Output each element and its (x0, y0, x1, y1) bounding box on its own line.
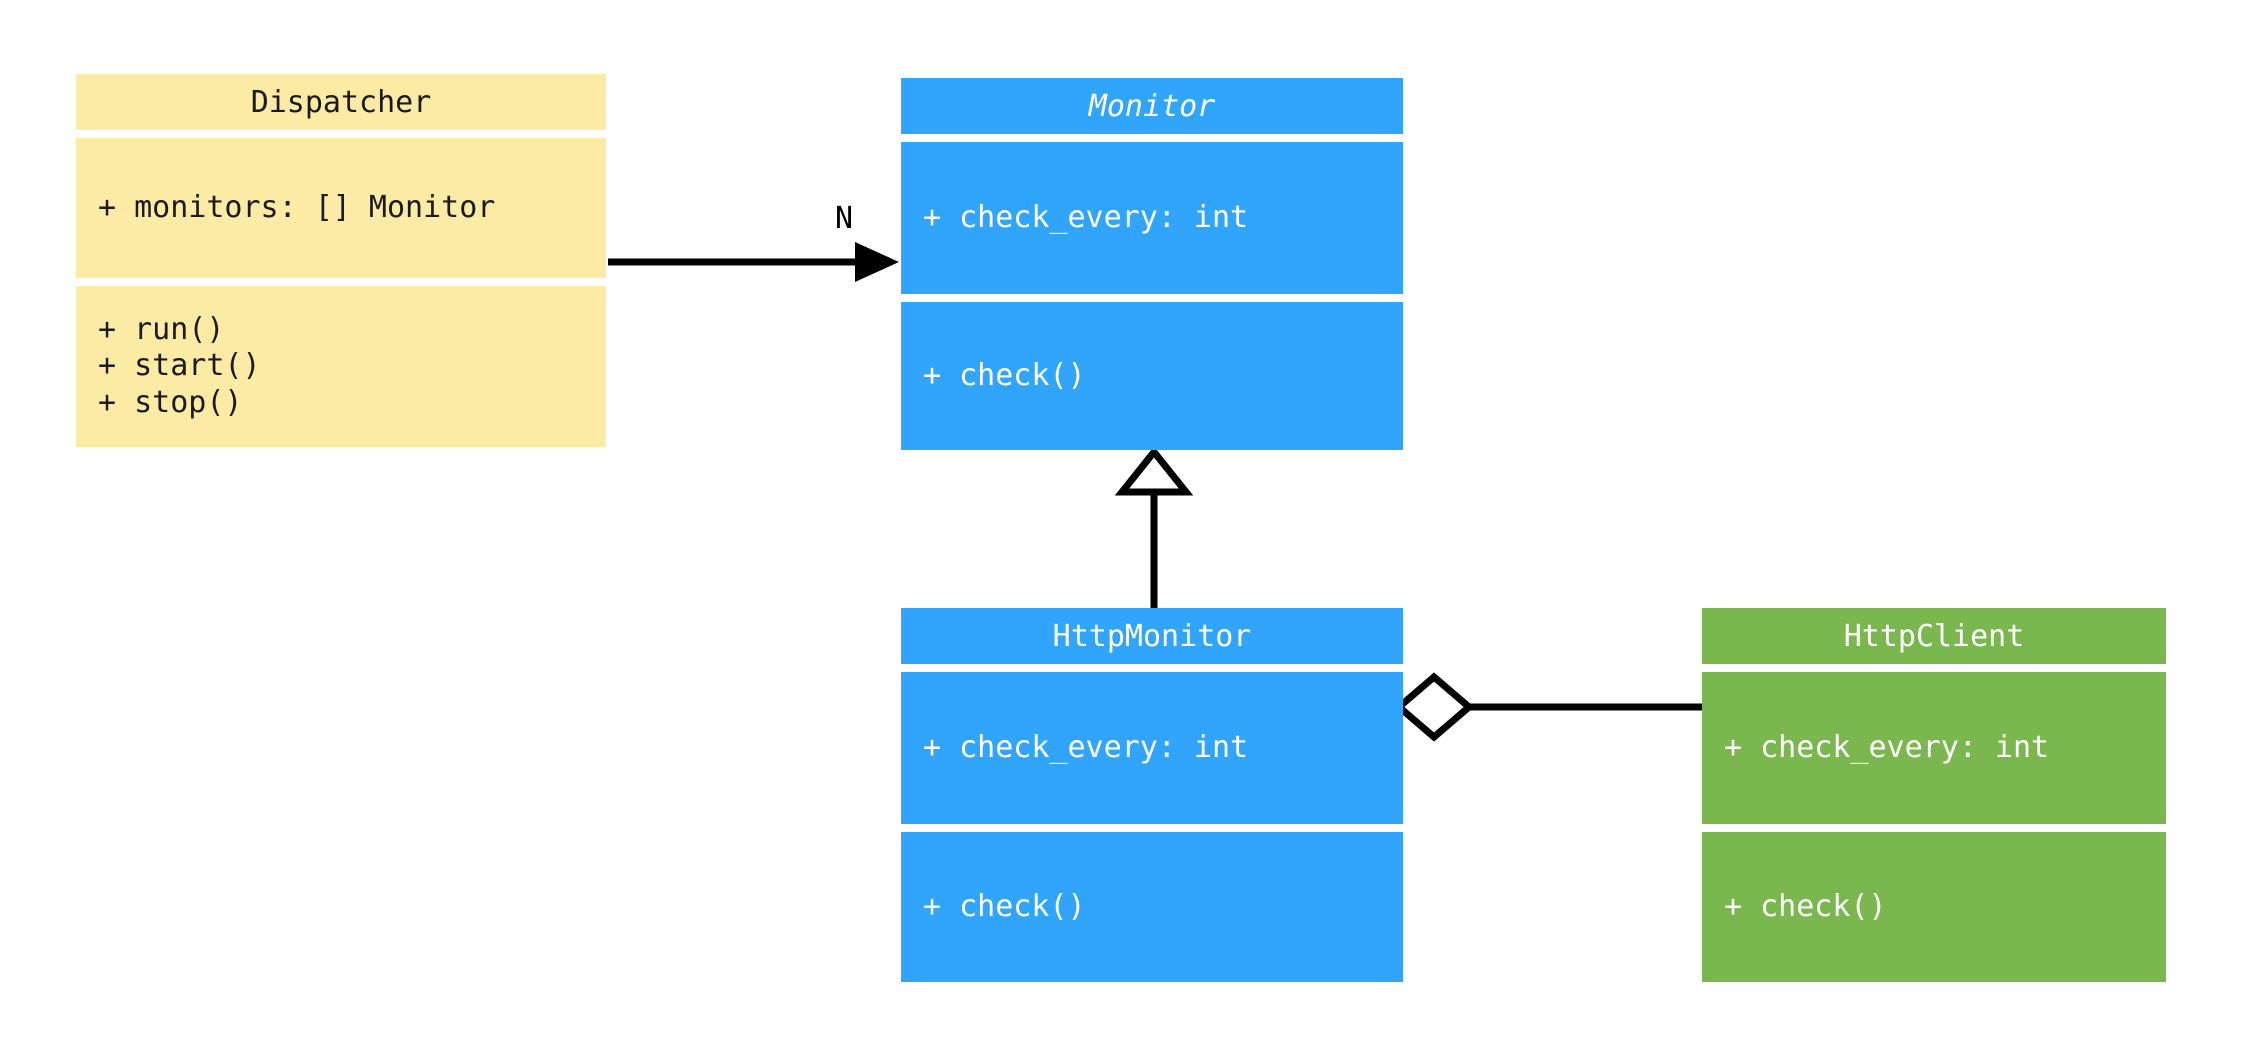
method-row: + check() (923, 888, 1086, 924)
uml-class-dispatcher[interactable]: Dispatcher + monitors: [] Monitor + run(… (76, 74, 606, 447)
edge-httpmonitor-inherits-monitor (1114, 446, 1194, 608)
class-attributes-dispatcher: + monitors: [] Monitor (76, 138, 606, 278)
uml-class-monitor[interactable]: Monitor + check_every: int + check() (901, 78, 1403, 450)
method-row: + run() (98, 311, 225, 347)
class-title-monitor: Monitor (901, 78, 1403, 134)
edge-httpmonitor-aggregates-httpclient (1393, 672, 1702, 742)
edge-dispatcher-to-monitor (608, 242, 899, 282)
attribute-row: + check_every: int (923, 199, 1249, 235)
attribute-row: + check_every: int (1724, 729, 2050, 765)
arrowhead-filled-icon (855, 242, 899, 282)
hollow-diamond-icon (1393, 672, 1475, 742)
method-row: + check() (1724, 888, 1887, 924)
class-attributes-monitor: + check_every: int (901, 142, 1403, 294)
class-methods-httpmonitor: + check() (901, 832, 1403, 982)
uml-class-httpclient[interactable]: HttpClient + check_every: int + check() (1702, 608, 2166, 982)
method-row: + start() (98, 348, 261, 384)
class-title-httpmonitor: HttpMonitor (901, 608, 1403, 664)
method-row: + stop() (98, 384, 243, 420)
method-row: + check() (923, 357, 1086, 393)
class-title-dispatcher: Dispatcher (76, 74, 606, 130)
class-methods-dispatcher: + run() + start() + stop() (76, 286, 606, 447)
class-attributes-httpmonitor: + check_every: int (901, 672, 1403, 824)
hollow-triangle-icon (1114, 446, 1194, 496)
class-title-httpclient: HttpClient (1702, 608, 2166, 664)
attribute-row: + monitors: [] Monitor (98, 189, 496, 225)
edge-label-multiplicity-n: N (835, 201, 854, 236)
uml-class-httpmonitor[interactable]: HttpMonitor + check_every: int + check() (901, 608, 1403, 982)
class-methods-httpclient: + check() (1702, 832, 2166, 982)
class-attributes-httpclient: + check_every: int (1702, 672, 2166, 824)
attribute-row: + check_every: int (923, 729, 1249, 765)
class-methods-monitor: + check() (901, 302, 1403, 450)
